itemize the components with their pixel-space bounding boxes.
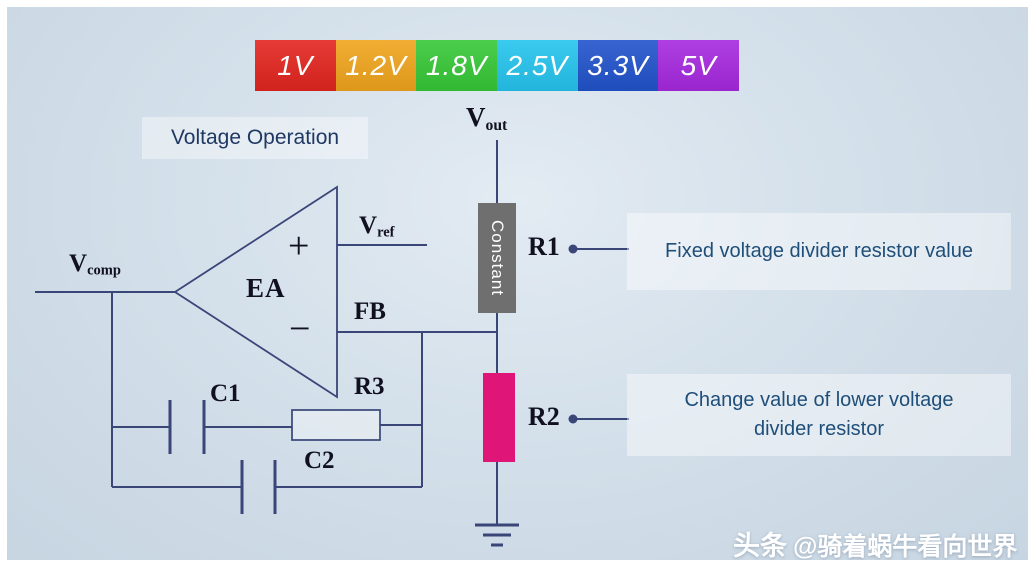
voltage-bar: 1V 1.2V 1.8V 2.5V 3.3V 5V: [255, 40, 740, 91]
r3-resistor-box: [291, 409, 381, 441]
capacitor-c1-icon: [168, 400, 206, 454]
annotation-r1-text: Fixed voltage divider resistor value: [665, 240, 973, 262]
r2-label: R2: [528, 402, 560, 431]
constant-label: Constant: [488, 219, 507, 297]
voltage-option-5v: 5V: [658, 40, 740, 91]
voltage-option-1v: 1V: [255, 40, 336, 91]
circuit-lines: [35, 140, 629, 547]
vref-label: Vref: [359, 212, 395, 241]
watermark-brand: 头条: [733, 531, 787, 561]
watermark: 头条@骑着蜗牛看向世界: [733, 524, 1018, 561]
voltage-option-2-5v: 2.5V: [497, 40, 578, 91]
fb-label: FB: [354, 298, 386, 325]
r1-label: R1: [528, 232, 560, 261]
diagram-title: Voltage Operation: [142, 117, 368, 159]
c1-label: C1: [210, 380, 241, 407]
r1-constant-resistor: Constant: [478, 203, 516, 313]
plus-sign: +: [288, 225, 310, 267]
r3-label: R3: [354, 373, 385, 400]
voltage-option-1-2v: 1.2V: [335, 40, 417, 91]
voltage-option-3-3v: 3.3V: [577, 40, 659, 91]
annotation-r2: Change value of lower voltage divider re…: [627, 374, 1011, 456]
vcomp-label: Vcomp: [69, 250, 121, 279]
vout-label: Vout: [466, 102, 508, 134]
capacitor-c2-icon: [240, 460, 277, 514]
watermark-handle: @骑着蜗牛看向世界: [793, 533, 1018, 561]
minus-sign: −: [289, 308, 311, 350]
opamp-triangle: [173, 185, 338, 399]
c2-label: C2: [304, 447, 335, 474]
ground-icon: [475, 523, 519, 547]
r2-resistor: [483, 373, 515, 462]
voltage-option-1-8v: 1.8V: [416, 40, 498, 91]
annotation-r2-line2: divider resistor: [753, 418, 885, 440]
annotation-r1: Fixed voltage divider resistor value: [627, 213, 1011, 290]
ea-label: EA: [246, 273, 286, 303]
annotation-r2-line1: Change value of lower voltage: [684, 389, 954, 411]
